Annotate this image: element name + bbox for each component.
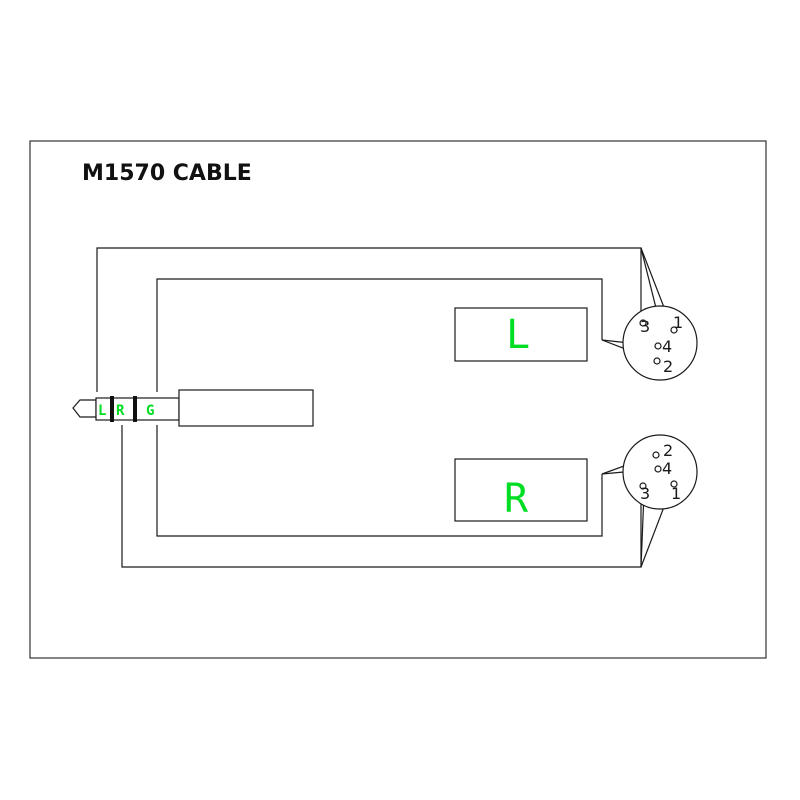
- right-xlr-pin-4-label: 4: [662, 459, 672, 478]
- right-outer-wire: [121, 425, 642, 568]
- plug-insulator-ring-1: [110, 396, 114, 422]
- left-xlr-pin-2-label: 2: [663, 357, 673, 376]
- left-xlr-connector: 3 1 4 2: [622, 305, 698, 381]
- ground-wire-top: [156, 278, 603, 392]
- left-channel-label: L: [506, 312, 530, 358]
- right-xlr-pin-2: [652, 451, 660, 459]
- left-xlr-pin-4-label: 4: [662, 337, 672, 356]
- ground-wire-bottom: [156, 425, 603, 537]
- diagram-frame: [29, 140, 767, 659]
- left-xlr-pin-1-label: 1: [673, 313, 683, 332]
- right-xlr-pin-1: [670, 480, 678, 488]
- right-xlr-pin-4: [654, 465, 662, 473]
- left-xlr-pin-4: [654, 342, 662, 350]
- left-xlr-pin-1: [670, 326, 678, 334]
- right-xlr-pin-2-label: 2: [663, 441, 673, 460]
- left-xlr-pin-3: [639, 319, 647, 327]
- diagram-title: M1570 CABLE: [82, 161, 252, 186]
- left-outer-wire: [96, 247, 642, 392]
- right-xlr-body: [622, 434, 698, 510]
- right-xlr-pin-1-label: 1: [671, 484, 681, 503]
- plug-right-label: R: [116, 403, 125, 419]
- right-xlr-pin-3-label: 3: [640, 484, 650, 503]
- right-xlr-pin-3: [639, 482, 647, 490]
- plug-body: [178, 389, 314, 427]
- left-xlr-pin-3-label: 3: [640, 317, 650, 336]
- plug-insulator-ring-2: [133, 396, 137, 422]
- plug-shaft: [95, 397, 180, 421]
- plug-ground-label: G: [146, 403, 154, 419]
- left-xlr-pin-2: [653, 357, 661, 365]
- plug-tip: [72, 399, 97, 418]
- trs-plug: L R G: [72, 389, 314, 427]
- plug-left-label: L: [98, 403, 106, 419]
- right-channel-label: R: [504, 476, 529, 522]
- right-channel-box: R: [454, 458, 588, 522]
- left-xlr-body: [622, 305, 698, 381]
- left-channel-box: L: [454, 307, 588, 362]
- right-xlr-connector: 2 4 3 1: [622, 434, 698, 510]
